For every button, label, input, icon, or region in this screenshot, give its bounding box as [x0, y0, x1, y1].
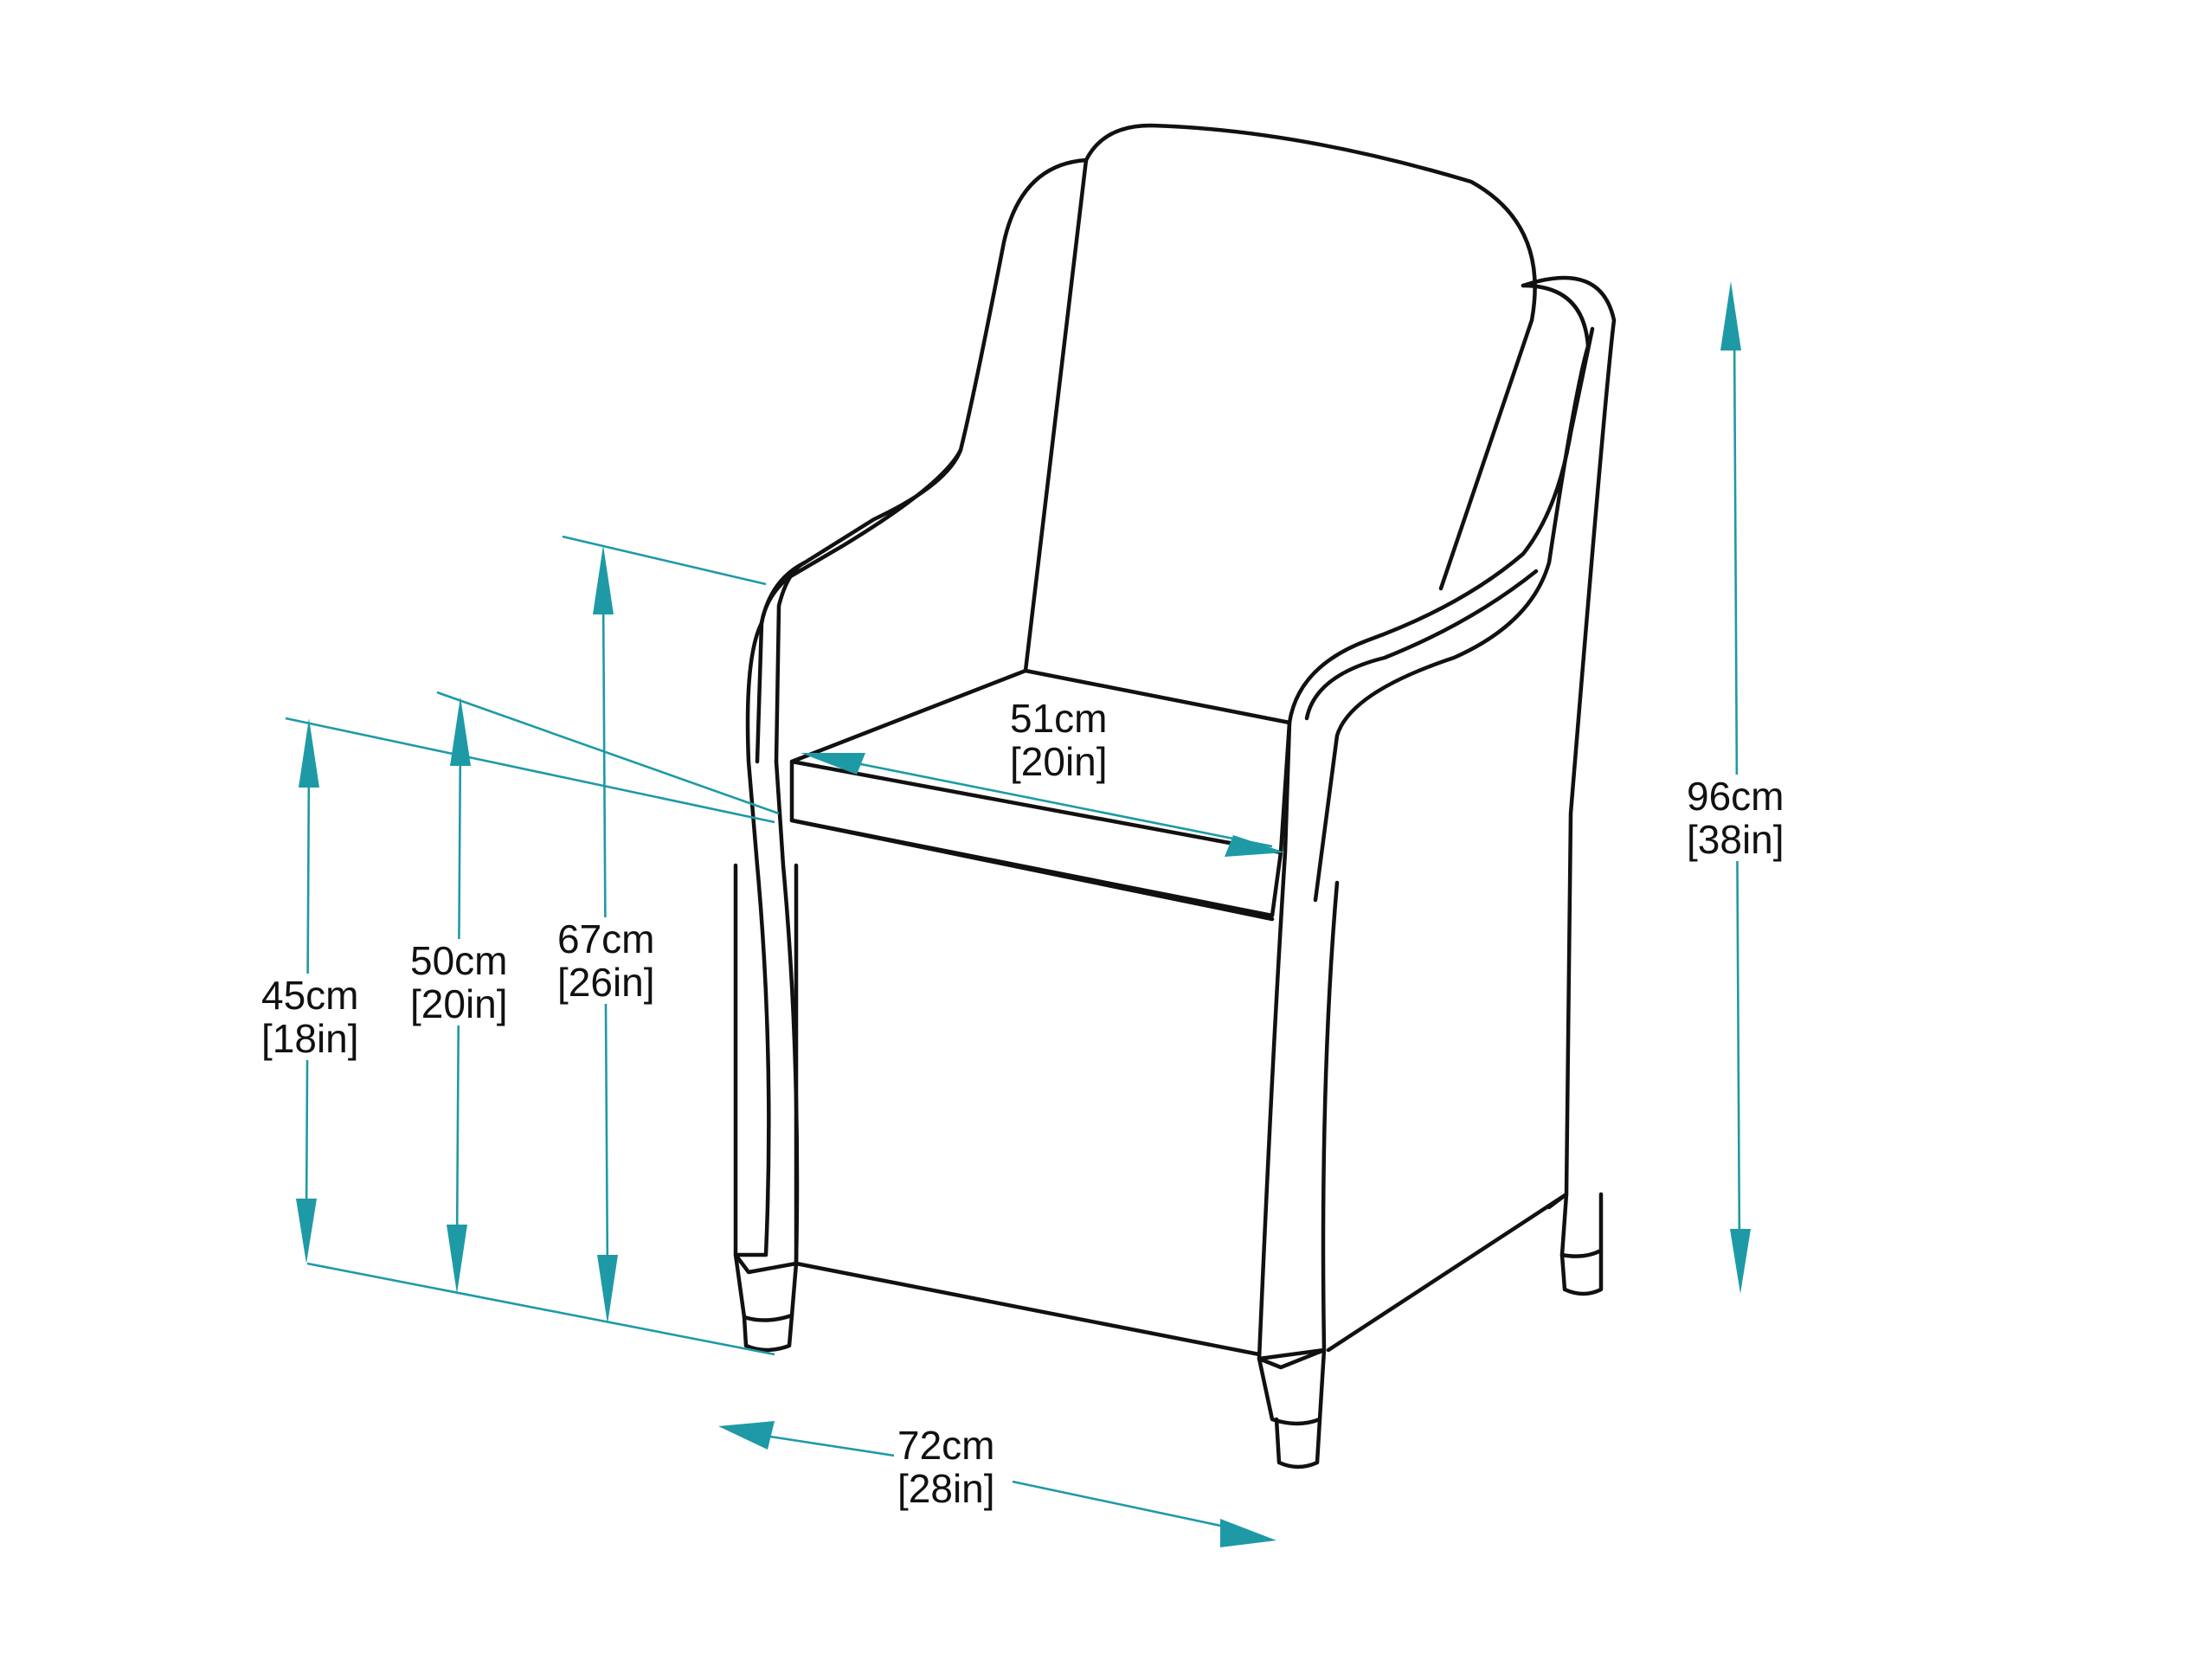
arm-height-in: [26in]	[557, 960, 655, 1005]
seat-width-label: 51cm [20in]	[1006, 697, 1111, 783]
seat-height-cm: 45cm	[261, 973, 359, 1018]
arm-height-label: 67cm [26in]	[554, 917, 659, 1004]
seat-width-in: [20in]	[1010, 739, 1108, 784]
seat-top-height-label: 50cm [20in]	[407, 939, 511, 1026]
total-width-cm: 72cm	[897, 1423, 995, 1468]
total-width-label: 72cm [28in]	[894, 1424, 999, 1510]
chair-drawing	[733, 123, 1617, 1469]
seat-height-label: 45cm [18in]	[258, 974, 363, 1060]
total-height-in: [38in]	[1687, 817, 1784, 862]
total-width-in: [28in]	[897, 1466, 995, 1511]
seat-top-height-cm: 50cm	[410, 938, 508, 983]
seat-top-height-in: [20in]	[410, 981, 508, 1026]
arm-height-cm: 67cm	[557, 916, 655, 961]
dimension-lines	[285, 281, 1751, 1547]
seat-width-cm: 51cm	[1010, 696, 1108, 741]
seat-height-in: [18in]	[261, 1016, 359, 1061]
total-height-label: 96cm [38in]	[1683, 775, 1788, 861]
total-height-cm: 96cm	[1687, 774, 1784, 819]
